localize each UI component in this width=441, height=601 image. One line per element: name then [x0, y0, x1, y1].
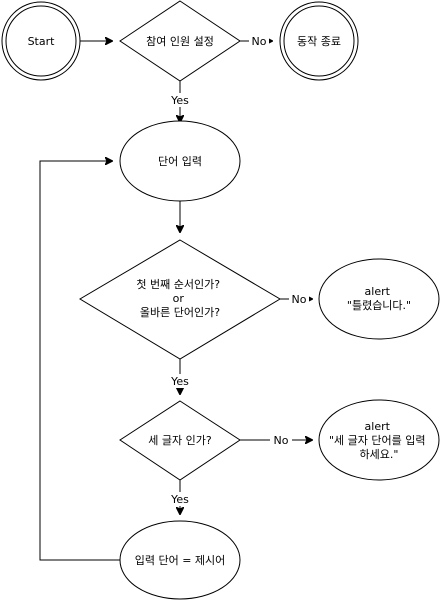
- edge-label-no-alert-three: No: [274, 434, 289, 447]
- edge-label-yes-prompt: Yes: [170, 493, 189, 506]
- stop-node: 동작 종료: [279, 1, 359, 81]
- check-valid-line: 올바른 단어인가?: [140, 306, 220, 319]
- edge-label-no-alert-wrong: No: [292, 293, 307, 306]
- alert-three-line-3: 하세요.": [360, 447, 399, 461]
- check-first-or-valid-label: 첫 번째 순서인가? or 올바른 단어인가?: [136, 278, 223, 319]
- alert-three-chars-label: alert "세 글자 단어를 입력 하세요.": [329, 420, 429, 461]
- check-first-line: 첫 번째 순서인가?: [136, 278, 220, 291]
- alert-wrong-label: alert "틀렸습니다.": [347, 285, 411, 312]
- input-word-node: 단어 입력: [119, 120, 241, 202]
- check-first-or-valid-decision: 첫 번째 순서인가? or 올바른 단어인가?: [79, 239, 281, 360]
- start-node: Start: [1, 1, 81, 81]
- edge-label-yes-three: Yes: [170, 375, 189, 388]
- alert-three-line-2: "세 글자 단어를 입력: [329, 434, 426, 447]
- alert-wrong-line-2: "틀렸습니다.": [347, 299, 411, 312]
- edge-label-yes-input: Yes: [170, 94, 189, 107]
- edge-loop-back-to-input: [39, 161, 120, 561]
- setup-decision-label: 참여 인원 설정: [146, 35, 214, 48]
- set-prompt-word-label: 입력 단어 = 제시어: [135, 554, 226, 567]
- check-three-chars-label: 세 글자 인가?: [148, 434, 212, 447]
- setup-decision: 참여 인원 설정: [119, 0, 241, 82]
- input-word-label: 단어 입력: [158, 155, 202, 168]
- check-three-chars-decision: 세 글자 인가?: [119, 400, 241, 481]
- start-label: Start: [28, 35, 56, 48]
- stop-label: 동작 종료: [297, 35, 341, 48]
- alert-three-line-1: alert: [365, 420, 391, 433]
- edge-label-no-stop: No: [252, 35, 267, 48]
- alert-wrong-node: alert "틀렸습니다.": [318, 258, 440, 340]
- alert-wrong-line-1: alert: [365, 285, 391, 298]
- alert-three-chars-node: alert "세 글자 단어를 입력 하세요.": [318, 399, 440, 481]
- set-prompt-word-node: 입력 단어 = 제시어: [119, 520, 241, 600]
- check-or-line: or: [173, 292, 185, 305]
